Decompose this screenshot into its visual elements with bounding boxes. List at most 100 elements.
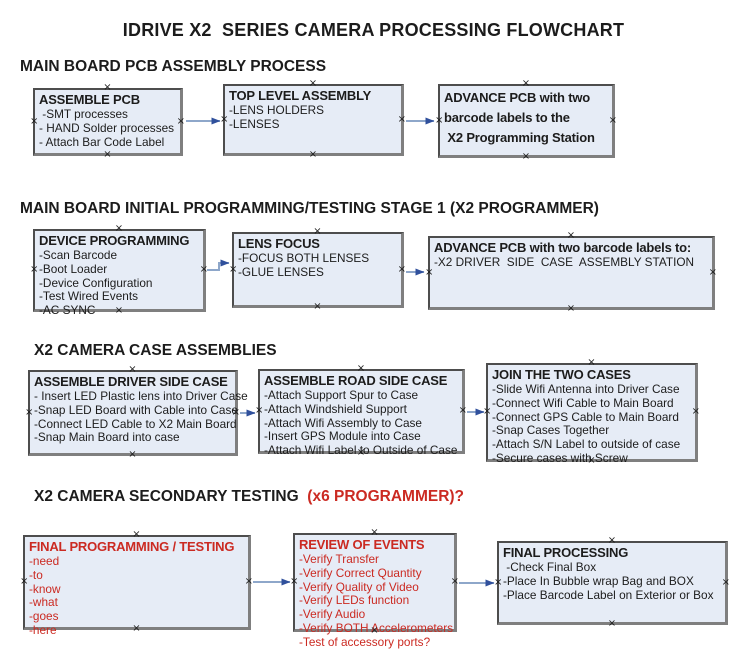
left-resize-handle[interactable]: × — [229, 263, 238, 275]
heading-text: MAIN BOARD PCB ASSEMBLY PROCESS — [20, 58, 327, 75]
box-title: ASSEMBLE PCB — [39, 92, 140, 107]
box-item: -Secure cases with Screw — [492, 450, 628, 465]
left-resize-handle[interactable]: × — [494, 576, 503, 588]
bottom-resize-handle[interactable]: × — [128, 449, 137, 460]
left-resize-handle[interactable]: × — [30, 264, 39, 275]
section-heading-case-assemblies: X2 CAMERA CASE ASSEMBLIES — [34, 342, 277, 360]
left-resize-handle[interactable]: × — [483, 406, 492, 417]
section-heading-pcb-assembly: MAIN BOARD PCB ASSEMBLY PROCESS — [20, 58, 326, 76]
box-item: -Test Wired Events — [39, 289, 138, 304]
right-resize-handle[interactable]: × — [397, 113, 406, 125]
box-item: -here — [29, 622, 57, 637]
box-title: JOIN THE TWO CASES — [492, 367, 631, 382]
flow-box-assemble-pcb[interactable]: ASSEMBLE PCB -SMT processes- HAND Solder… — [30, 83, 185, 160]
flow-box-final-programming-testing[interactable]: FINAL PROGRAMMING / TESTING-need-to-know… — [20, 530, 253, 637]
box-item: -Verify Transfer — [299, 552, 379, 566]
top-resize-handle[interactable]: × — [521, 78, 531, 89]
page-title: IDRIVE X2 SERIES CAMERA PROCESSING FLOWC… — [122, 20, 625, 40]
left-resize-handle[interactable]: × — [435, 114, 444, 126]
right-resize-handle[interactable]: × — [708, 266, 717, 278]
box-item: -Attach Support Spur to Case — [264, 388, 419, 402]
flow-box-advance-pcb-to-case-assembly[interactable]: ADVANCE PCB with two barcode labels to:-… — [425, 231, 717, 314]
bottom-resize-handle[interactable]: × — [356, 447, 366, 458]
box-item: -Slide Wifi Antenna into Driver Case — [492, 382, 680, 396]
left-resize-handle[interactable]: × — [255, 405, 264, 416]
flow-box-assemble-driver-side-case[interactable]: ASSEMBLE DRIVER SIDE CASE- Insert LED Pl… — [25, 365, 248, 460]
right-resize-handle[interactable]: × — [691, 406, 700, 417]
box-item: -LENS HOLDERS — [229, 103, 325, 117]
top-resize-handle[interactable]: × — [128, 364, 137, 375]
right-resize-handle[interactable]: × — [721, 576, 730, 588]
flow-box-review-of-events[interactable]: REVIEW OF EVENTS-Verify Transfer-Verify … — [290, 528, 459, 649]
right-resize-handle[interactable]: × — [199, 264, 208, 275]
right-resize-handle[interactable]: × — [450, 576, 459, 587]
bottom-resize-handle[interactable]: × — [566, 303, 576, 314]
right-resize-handle[interactable]: × — [231, 406, 240, 418]
box-title: DEVICE PROGRAMMING — [39, 233, 190, 248]
top-resize-handle[interactable]: × — [370, 527, 379, 538]
left-resize-handle[interactable]: × — [20, 576, 29, 587]
heading-text-red: (x6 PROGRAMMER)? — [307, 488, 465, 505]
section-heading-initial-programming: MAIN BOARD INITIAL PROGRAMMING/TESTING S… — [20, 200, 599, 218]
top-resize-handle[interactable]: × — [607, 535, 617, 546]
left-resize-handle[interactable]: × — [425, 266, 434, 278]
box-item: -to — [29, 567, 43, 582]
box-item: -X2 DRIVER SIDE CASE ASSEMBLY STATION — [434, 255, 695, 269]
box-item: -Attach S/N Label to outside of case — [492, 437, 681, 452]
top-resize-handle[interactable]: × — [103, 82, 112, 93]
bottom-resize-handle[interactable]: × — [313, 301, 322, 312]
box-item: -Device Configuration — [39, 275, 153, 290]
box-item: -Attach Wifi Label to Outside of Case — [264, 443, 458, 458]
top-resize-handle[interactable]: × — [132, 529, 141, 540]
top-resize-handle[interactable]: × — [566, 230, 576, 241]
box-item: -Verify Quality of Video — [299, 579, 419, 594]
connector-device-programming-to-lens-focus[interactable] — [207, 259, 230, 271]
bottom-resize-handle[interactable]: × — [370, 625, 379, 636]
left-resize-handle[interactable]: × — [30, 115, 39, 127]
right-resize-handle[interactable]: × — [397, 263, 406, 275]
flow-box-join-the-two-cases[interactable]: JOIN THE TWO CASES-Slide Wifi Antenna in… — [483, 358, 700, 466]
flow-box-device-programming[interactable]: DEVICE PROGRAMMING-Scan Barcode-Boot Loa… — [30, 224, 208, 317]
box-item: -what — [29, 595, 58, 610]
box-item: -Verify Audio — [299, 607, 366, 622]
flow-box-assemble-road-side-case[interactable]: ASSEMBLE ROAD SIDE CASE-Attach Support S… — [255, 364, 467, 458]
left-resize-handle[interactable]: × — [220, 113, 229, 125]
top-resize-handle[interactable]: × — [114, 223, 124, 234]
box-title: LENS FOCUS — [238, 236, 320, 251]
box-item: -Boot Loader — [39, 261, 108, 276]
bottom-resize-handle[interactable]: × — [607, 618, 617, 629]
right-resize-handle[interactable]: × — [244, 576, 253, 587]
box-item: -Connect Wifi Cable to Main Board — [492, 395, 674, 410]
box-item: -Attach Windshield Support — [264, 401, 407, 416]
right-resize-handle[interactable]: × — [458, 405, 467, 416]
bottom-resize-handle[interactable]: × — [521, 151, 531, 162]
box-item: - HAND Solder processes — [39, 120, 175, 135]
top-resize-handle[interactable]: × — [308, 78, 318, 89]
right-resize-handle[interactable]: × — [608, 114, 617, 126]
flow-box-top-level-assembly[interactable]: TOP LEVEL ASSEMBLY-LENS HOLDERS-LENSES××… — [220, 79, 406, 160]
bottom-resize-handle[interactable]: × — [308, 149, 318, 160]
bottom-resize-handle[interactable]: × — [114, 305, 124, 316]
box-item: -Place Barcode Label on Exterior or Box — [503, 587, 714, 602]
left-resize-handle[interactable]: × — [25, 406, 34, 418]
top-resize-handle[interactable]: × — [587, 357, 596, 368]
box-item: -Insert GPS Module into Case — [264, 429, 421, 444]
box-item: -goes — [29, 609, 59, 624]
flow-box-lens-focus[interactable]: LENS FOCUS-FOCUS BOTH LENSES-GLUE LENSES… — [229, 227, 406, 312]
bottom-resize-handle[interactable]: × — [103, 149, 112, 160]
bottom-resize-handle[interactable]: × — [132, 623, 141, 634]
right-resize-handle[interactable]: × — [176, 115, 185, 127]
box-item: -need — [29, 554, 60, 568]
box-item: -GLUE LENSES — [238, 264, 324, 279]
box-item: -Connect LED Cable to X2 Main Board — [34, 416, 237, 431]
bottom-resize-handle[interactable]: × — [587, 455, 596, 466]
box-item: -Place In Bubble wrap Bag and BOX — [503, 573, 694, 588]
top-resize-handle[interactable]: × — [313, 226, 322, 237]
box-item: -Verify Correct Quantity — [299, 565, 422, 580]
box-item: -FOCUS BOTH LENSES — [238, 251, 370, 265]
flow-box-final-processing[interactable]: FINAL PROCESSING -Check Final Box-Place … — [494, 536, 730, 629]
top-resize-handle[interactable]: × — [356, 363, 366, 374]
left-resize-handle[interactable]: × — [290, 576, 299, 587]
box-item: -Verify LEDs function — [299, 593, 410, 608]
